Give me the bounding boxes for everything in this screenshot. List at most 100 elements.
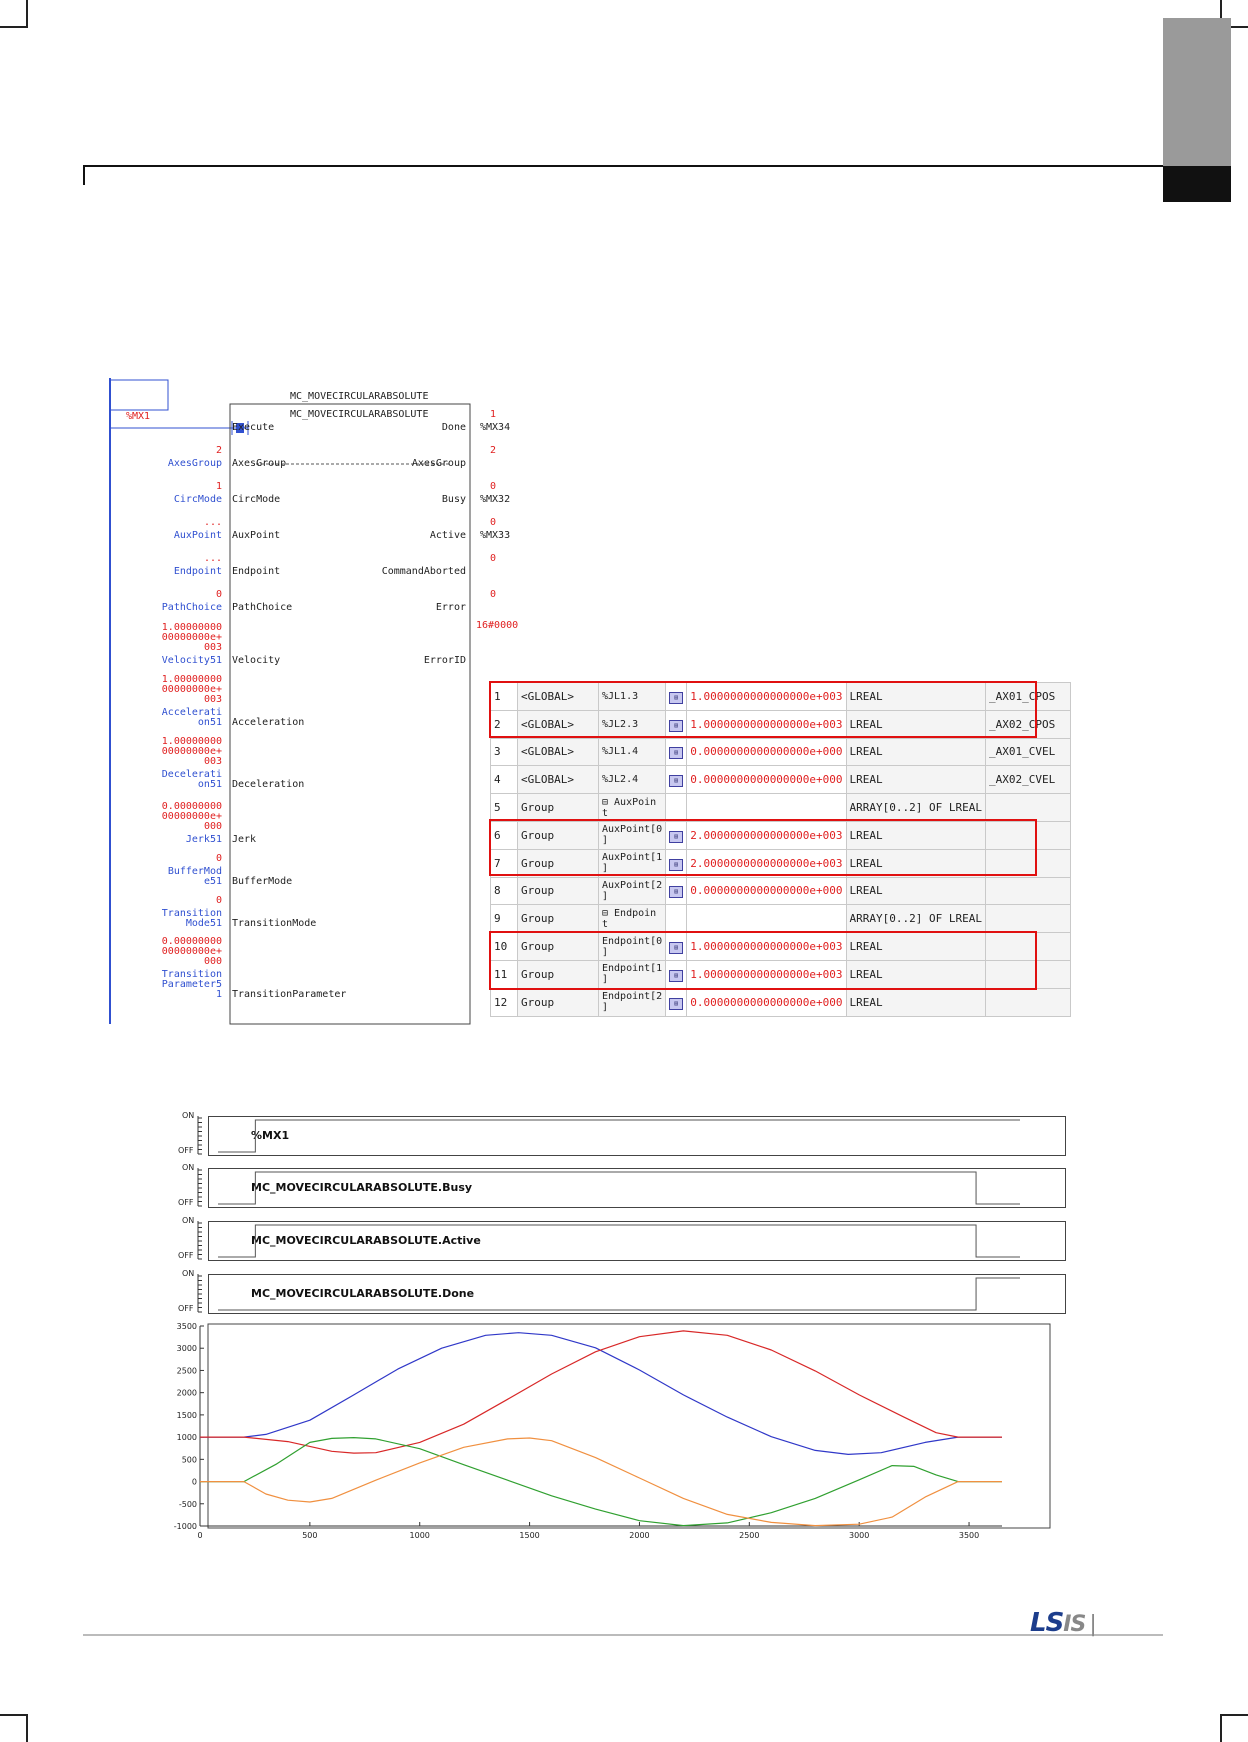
x-tick-label: 1000 (410, 1531, 430, 1540)
monitor-icon[interactable]: ▤ (669, 775, 684, 788)
variable-name-cell: %JL1.4 (597, 737, 667, 767)
type-cell: LREAL (845, 709, 987, 739)
input-value: 0 (215, 895, 222, 906)
variable-name-cell: %JL2.4 (597, 765, 667, 795)
output-value: 0 (490, 589, 497, 600)
output-address[interactable]: %MX34 (480, 422, 511, 433)
contact-label[interactable]: %MX1 (126, 411, 151, 422)
input-pin: Jerk (232, 834, 257, 845)
output-address[interactable]: %MX32 (480, 494, 511, 505)
monitor-icon[interactable]: ▤ (669, 830, 684, 843)
input-variable[interactable]: Endpoint (173, 566, 222, 577)
y-tick-label: 0 (192, 1478, 197, 1487)
monitor-icon[interactable]: ▤ (669, 747, 684, 760)
comment-cell (985, 904, 1071, 934)
monitor-icon[interactable]: ▤ (669, 997, 684, 1010)
y-tick-label: 2000 (177, 1389, 197, 1398)
crop-mark-top-right (1220, 0, 1248, 28)
signal-axis (197, 1116, 202, 1155)
scope-cell: <GLOBAL> (517, 765, 599, 795)
monitor-icon[interactable]: ▤ (669, 858, 684, 871)
x-tick-label: 2000 (629, 1531, 649, 1540)
input-pin: TransitionMode (232, 918, 317, 929)
input-variable[interactable]: AuxPoint (173, 530, 222, 541)
off-label: OFF (178, 1198, 194, 1207)
variable-name-cell: AuxPoint[1 ] (597, 848, 667, 878)
type-cell: ARRAY[0..2] OF LREAL (845, 904, 987, 934)
off-label: OFF (178, 1146, 194, 1155)
input-value: ... (203, 553, 222, 564)
timing-panel: MC_MOVECIRCULARABSOLUTE.Done (208, 1274, 1066, 1314)
row-number: 10 (490, 932, 518, 961)
input-variable[interactable]: Jerk51 (185, 834, 222, 845)
type-cell: LREAL (845, 959, 987, 989)
input-variable[interactable]: PathChoice (161, 602, 222, 613)
monitor-icon-cell: ▤ (665, 848, 688, 878)
x-tick-label: 0 (197, 1531, 202, 1540)
y-tick-label: 2500 (177, 1366, 197, 1375)
value-cell: 2.0000000000000000e+003 (686, 848, 847, 878)
monitor-icon[interactable]: ▤ (669, 719, 684, 732)
input-variable[interactable]: Transition Mode51 (161, 908, 222, 929)
row-number: 5 (490, 793, 518, 822)
input-variable[interactable]: BufferMod e51 (167, 866, 222, 887)
input-variable[interactable]: AxesGroup (167, 458, 222, 469)
input-value: 0 (215, 853, 222, 864)
output-value: 0 (490, 517, 497, 528)
value-cell (686, 793, 847, 822)
row-number: 9 (490, 904, 518, 934)
input-pin: Deceleration (232, 779, 305, 790)
y-tick-label: 1000 (177, 1433, 197, 1442)
row-number: 3 (490, 737, 518, 767)
signal-name: MC_MOVECIRCULARABSOLUTE.Active (251, 1234, 481, 1247)
variable-name-cell: %JL2.3 (597, 709, 667, 739)
value-cell: 0.0000000000000000e+000 (686, 737, 847, 767)
input-variable[interactable]: Accelerati on51 (161, 707, 222, 728)
monitor-icon-cell (665, 904, 688, 934)
output-value: 0 (490, 553, 497, 564)
row-number: 2 (490, 709, 518, 739)
monitor-icon[interactable]: ▤ (669, 942, 684, 955)
monitor-icon[interactable]: ▤ (669, 691, 684, 704)
input-variable[interactable]: Transition Parameter5 1 (161, 969, 222, 1000)
variable-name-cell: Endpoint[0 ] (597, 932, 667, 961)
crop-mark-bottom-right (1220, 1714, 1248, 1742)
ls-is-logo: LSIS| (1030, 1608, 1097, 1638)
signal-waveform (218, 1277, 1020, 1311)
monitor-icon[interactable]: ▤ (669, 969, 684, 982)
type-cell: LREAL (845, 737, 987, 767)
row-number: 7 (490, 848, 518, 878)
ladder-lines (109, 378, 471, 1025)
output-value: 0 (490, 481, 497, 492)
output-address[interactable]: %MX33 (480, 530, 511, 541)
timing-panel: MC_MOVECIRCULARABSOLUTE.Busy (208, 1168, 1066, 1208)
variable-name-cell: AuxPoint[0 ] (597, 820, 667, 850)
monitor-icon[interactable]: ▤ (669, 886, 684, 899)
chapter-tab-dark (1163, 166, 1231, 202)
scope-cell: Group (517, 932, 599, 961)
input-value: 0 (215, 589, 222, 600)
input-variable[interactable]: Decelerati on51 (161, 769, 222, 790)
variable-name-cell: ⊟ Endpoin t (597, 904, 667, 934)
input-pin: Acceleration (232, 717, 305, 728)
x-tick-label: 2500 (739, 1531, 759, 1540)
type-cell: LREAL (845, 765, 987, 795)
value-cell: 1.0000000000000000e+003 (686, 932, 847, 961)
timing-panel: MC_MOVECIRCULARABSOLUTE.Active (208, 1221, 1066, 1261)
input-value: 1 (215, 481, 222, 492)
input-variable[interactable]: Velocity51 (161, 655, 222, 666)
signal-trace (218, 1119, 1020, 1153)
input-variable[interactable]: CircMode (173, 494, 222, 505)
